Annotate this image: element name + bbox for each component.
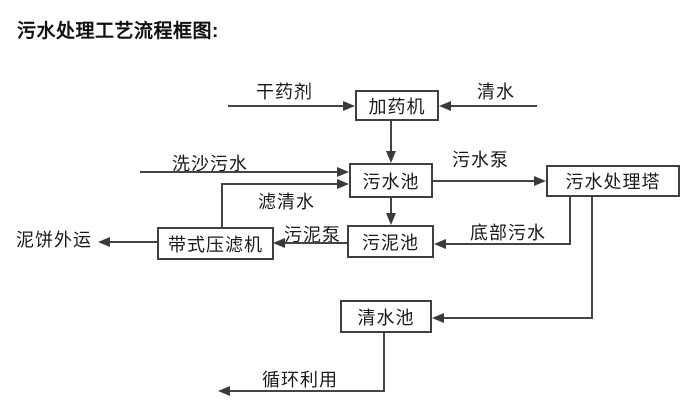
arrowhead-clear-water-left-icon: [439, 101, 451, 111]
label-clear-water: 清水: [477, 82, 515, 102]
flow-line-clear-water: [451, 105, 537, 107]
flow-line-filtered-water-horizontal: [221, 183, 337, 185]
arrowhead-dosing-to-sewage-down-icon: [386, 151, 396, 163]
arrowhead-tower-to-clear-left-icon: [432, 313, 444, 323]
node-dosing-machine: 加药机: [355, 90, 439, 121]
flow-line-mud-cake: [110, 241, 157, 243]
flow-line-bottom-sewage-horizontal: [446, 243, 571, 245]
label-filtered-water: 滤清水: [258, 192, 315, 212]
label-sludge-pump: 污泥泵: [284, 225, 341, 245]
label-bottom-sewage: 底部污水: [470, 223, 546, 243]
label-sewage-pump: 污水泵: [452, 150, 509, 170]
label-dry-chemical: 干药剂: [256, 82, 313, 102]
node-sludge-pool: 污泥池: [347, 225, 434, 258]
arrowhead-filtered-water-right-icon: [337, 179, 349, 189]
flow-line-sludge-pump: [285, 242, 347, 244]
node-treatment-tower: 污水处理塔: [546, 165, 680, 197]
flow-line-dry-chemical: [228, 105, 349, 107]
flow-line-tower-to-clear-horizontal: [444, 317, 593, 319]
label-recycling: 循环利用: [262, 370, 338, 390]
flow-line-recycling-vertical: [383, 333, 385, 392]
flow-line-sand-washing: [140, 171, 337, 173]
arrowhead-sand-washing-right-icon: [337, 167, 349, 177]
arrowhead-recycling-left-icon: [218, 386, 230, 396]
flow-line-sewage-to-sludge: [390, 198, 392, 214]
arrowhead-mud-cake-left-icon: [98, 237, 110, 247]
label-sand-washing-sewage: 洗沙污水: [172, 154, 248, 174]
arrowhead-sludge-pump-left-icon: [273, 238, 285, 248]
flow-line-filtered-water-vertical: [221, 183, 223, 227]
flow-line-tower-to-clear-vertical: [591, 197, 593, 319]
node-clear-water-pool: 清水池: [340, 300, 432, 333]
flow-line-bottom-sewage-vertical: [569, 197, 571, 245]
label-mud-cake-outbound: 泥饼外运: [16, 230, 92, 250]
arrowhead-bottom-sewage-left-icon: [434, 239, 446, 249]
flow-line-dosing-to-sewage: [390, 121, 392, 153]
arrowhead-sewage-to-sludge-down-icon: [386, 213, 396, 225]
node-belt-filter-press: 带式压滤机: [157, 227, 274, 260]
flow-line-recycling-horizontal: [230, 390, 385, 392]
diagram-title: 污水处理工艺流程框图:: [17, 21, 219, 42]
arrowhead-sewage-pump-right-icon: [534, 176, 546, 186]
arrowhead-dry-chemical-right-icon: [343, 101, 355, 111]
flow-line-sewage-pump: [433, 180, 534, 182]
node-sewage-pool: 污水池: [349, 163, 433, 198]
